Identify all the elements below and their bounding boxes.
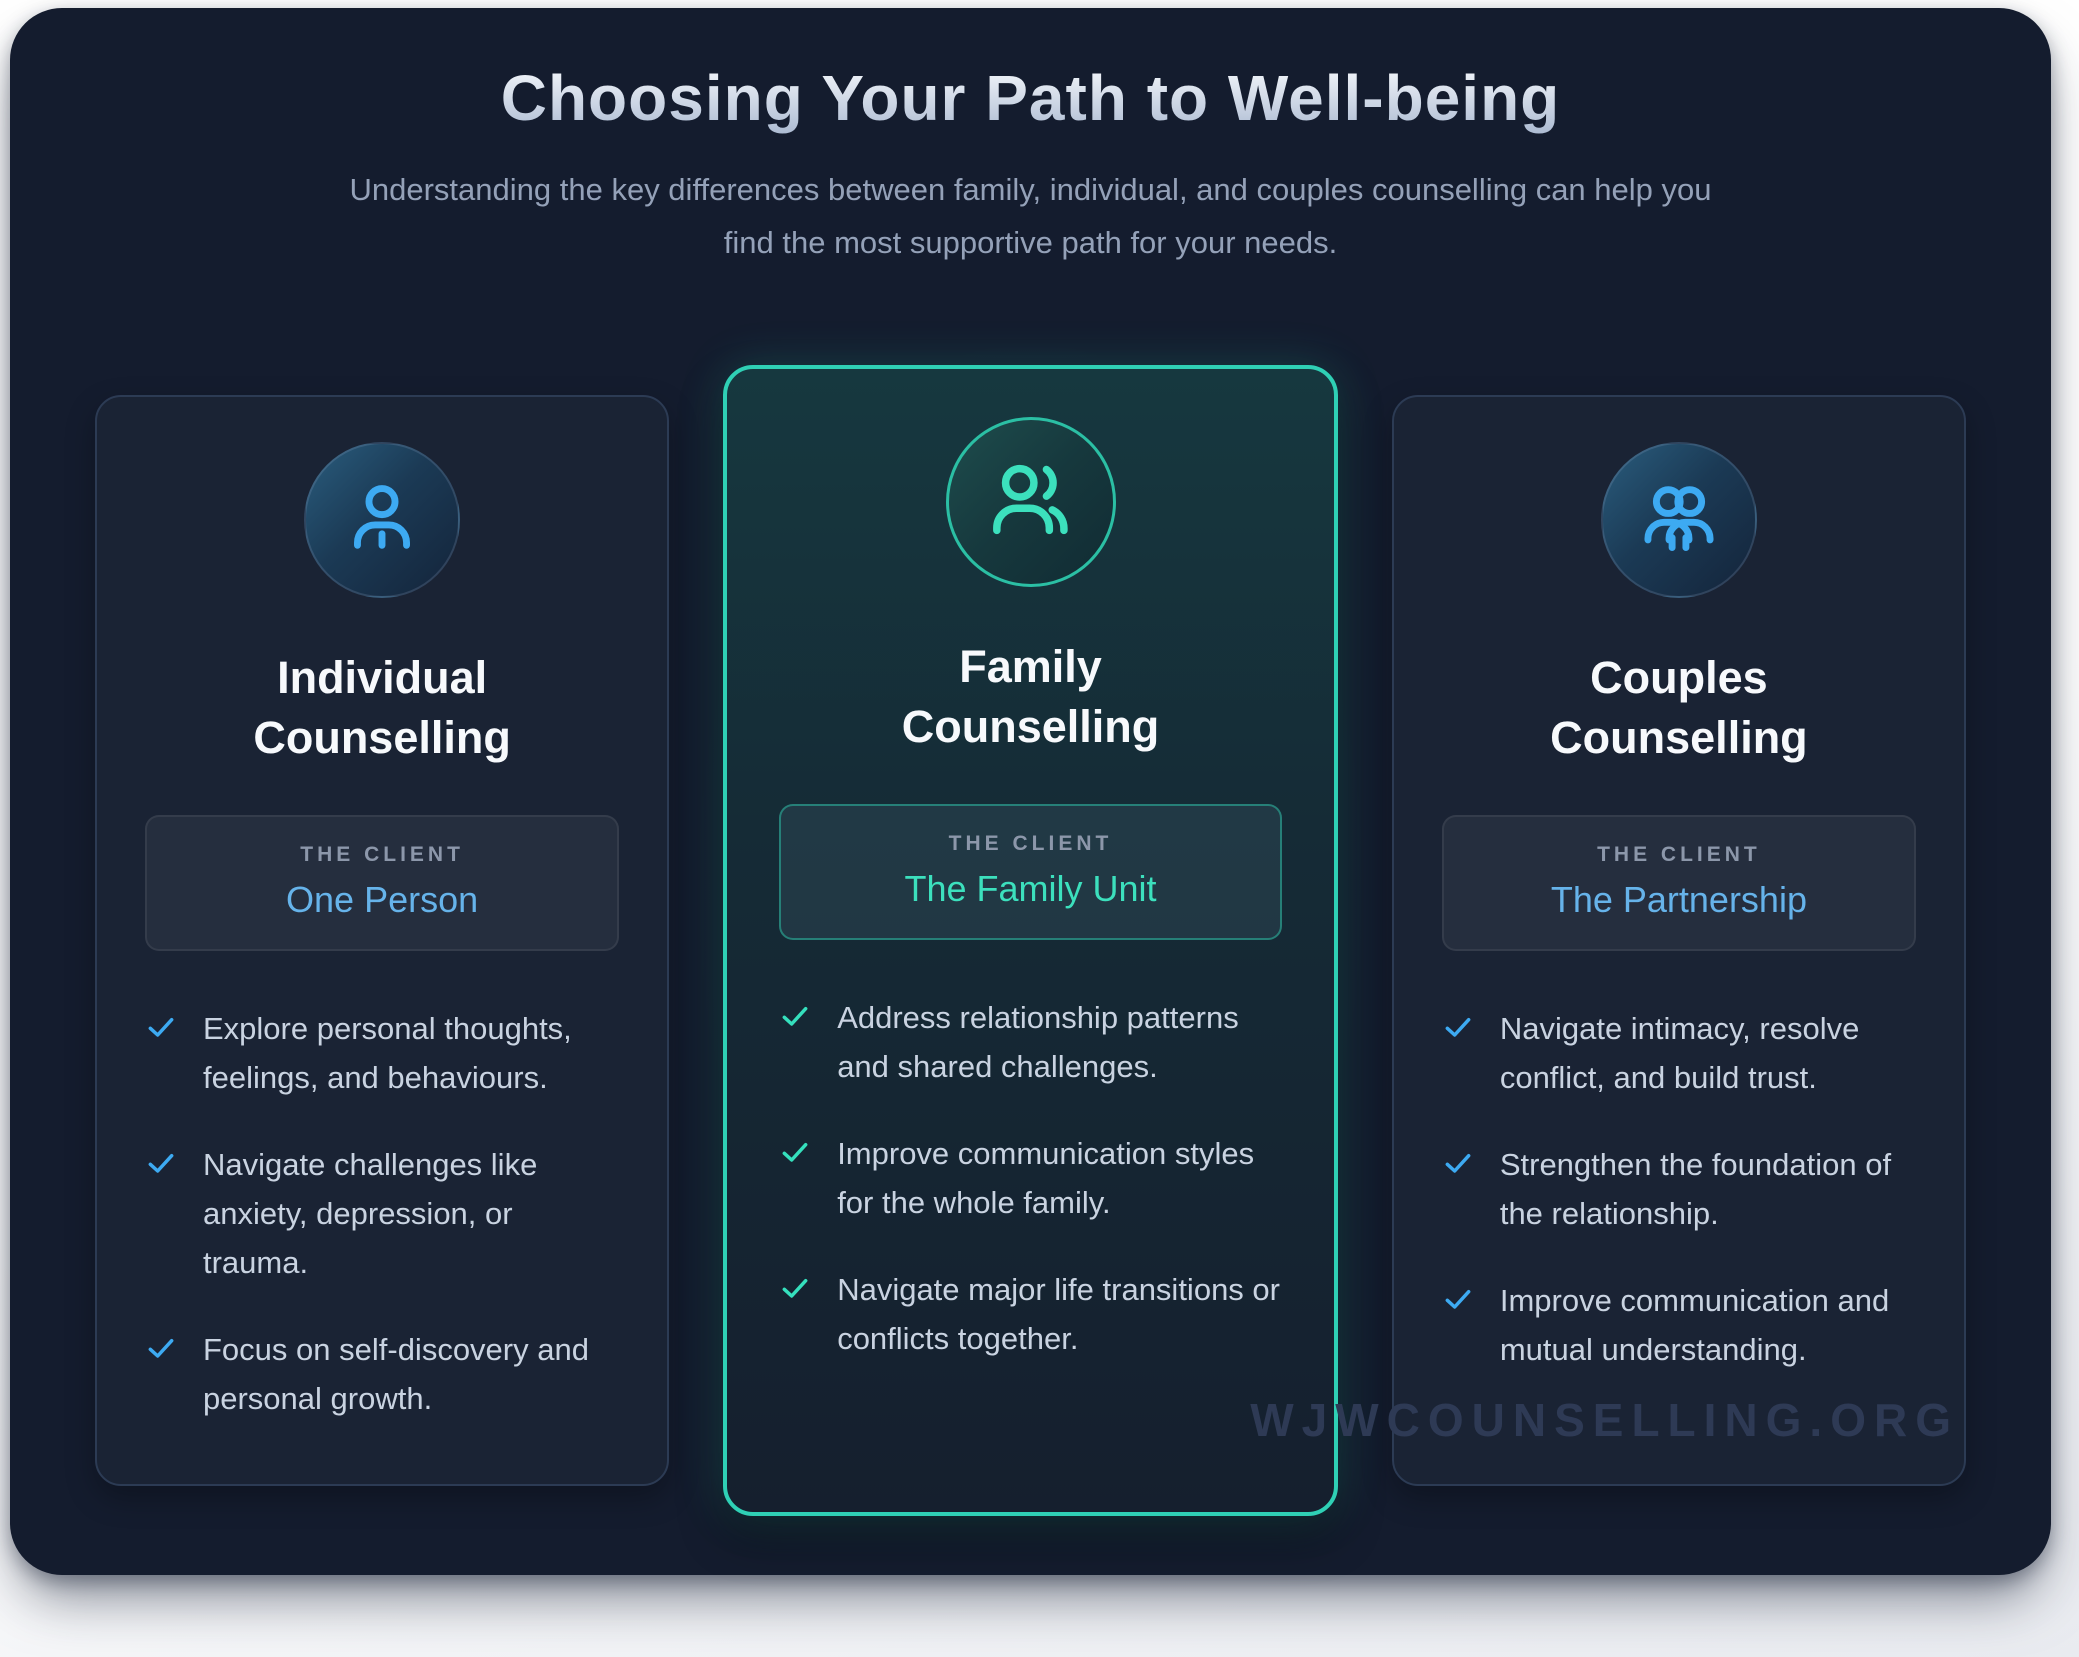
checkmark-icon: [779, 1272, 811, 1304]
cards-row: Individual Counselling THE CLIENT One Pe…: [10, 365, 2051, 1516]
client-chip: THE CLIENT The Partnership: [1441, 815, 1917, 952]
users-icon: [992, 465, 1068, 535]
bullet-text: Explore personal thoughts, feelings, and…: [203, 1011, 572, 1096]
user-icon: [354, 485, 411, 550]
checkmark-icon: [145, 1011, 177, 1043]
list-item: Explore personal thoughts, feelings, and…: [145, 1005, 619, 1103]
client-value: The Family Unit: [904, 868, 1157, 910]
icon-wrap: [145, 442, 619, 599]
list-item: Focus on self-discovery and personal gro…: [145, 1326, 619, 1424]
client-value: The Partnership: [1550, 879, 1807, 921]
list-item: Navigate major life transitions or confl…: [779, 1266, 1282, 1364]
card-title: Family Counselling: [901, 641, 1160, 752]
client-label: THE CLIENT: [300, 843, 464, 867]
bullet-text: Focus on self-discovery and personal gro…: [203, 1332, 589, 1417]
card-title: Couples Counselling: [1550, 652, 1808, 763]
card-couples-counselling: Couples Counselling THE CLIENT The Partn…: [1391, 395, 1967, 1486]
bullet-text: Improve communication styles for the who…: [837, 1136, 1255, 1221]
icon-wrap: [1442, 442, 1916, 599]
client-label: THE CLIENT: [948, 832, 1113, 856]
checkmark-icon: [779, 1000, 811, 1032]
bullet-list: Explore personal thoughts, feelings, and…: [145, 1005, 619, 1424]
bullet-text: Strengthen the foundation of the relatio…: [1499, 1147, 1892, 1232]
bullet-text: Address relationship patterns and shared…: [837, 1000, 1239, 1085]
couple-icon: [1644, 486, 1714, 552]
icon-circle: [1600, 442, 1757, 599]
card-title: Individual Counselling: [253, 652, 511, 763]
page-subtitle: Understanding the key differences betwee…: [349, 171, 1712, 261]
bullet-list: Navigate intimacy, resolve conflict, and…: [1442, 1005, 1916, 1375]
watermark: WJWCOUNSELLING.ORG: [1250, 1394, 1959, 1446]
icon-circle: [304, 442, 461, 599]
client-value: One Person: [286, 879, 479, 921]
client-chip: THE CLIENT The Family Unit: [779, 804, 1282, 941]
client-label: THE CLIENT: [1597, 843, 1761, 867]
checkmark-icon: [779, 1136, 811, 1168]
card-individual-counselling: Individual Counselling THE CLIENT One Pe…: [95, 395, 670, 1486]
page-title: Choosing Your Path to Well-being: [10, 60, 2051, 137]
client-chip: THE CLIENT One Person: [145, 815, 620, 952]
card-family-counselling: Family Counselling THE CLIENT The Family…: [723, 365, 1338, 1516]
bullet-text: Improve communication and mutual underst…: [1499, 1283, 1890, 1368]
bullet-text: Navigate challenges like anxiety, depres…: [203, 1147, 538, 1281]
bullet-text: Navigate major life transitions or confl…: [837, 1272, 1280, 1357]
list-item: Navigate challenges like anxiety, depres…: [145, 1141, 619, 1288]
main-panel: Choosing Your Path to Well-being Underst…: [10, 8, 2051, 1575]
list-item: Strengthen the foundation of the relatio…: [1442, 1141, 1916, 1239]
icon-circle: [945, 417, 1116, 588]
bullet-list: Address relationship patterns and shared…: [779, 994, 1282, 1364]
checkmark-icon: [1442, 1011, 1474, 1043]
list-item: Navigate intimacy, resolve conflict, and…: [1442, 1005, 1916, 1103]
bullet-text: Navigate intimacy, resolve conflict, and…: [1499, 1011, 1860, 1096]
list-item: Improve communication styles for the who…: [779, 1130, 1282, 1228]
checkmark-icon: [145, 1147, 177, 1179]
checkmark-icon: [1442, 1147, 1474, 1179]
checkmark-icon: [145, 1332, 177, 1364]
list-item: Improve communication and mutual underst…: [1442, 1277, 1916, 1375]
checkmark-icon: [1442, 1283, 1474, 1315]
list-item: Address relationship patterns and shared…: [779, 994, 1282, 1092]
icon-wrap: [779, 417, 1282, 588]
